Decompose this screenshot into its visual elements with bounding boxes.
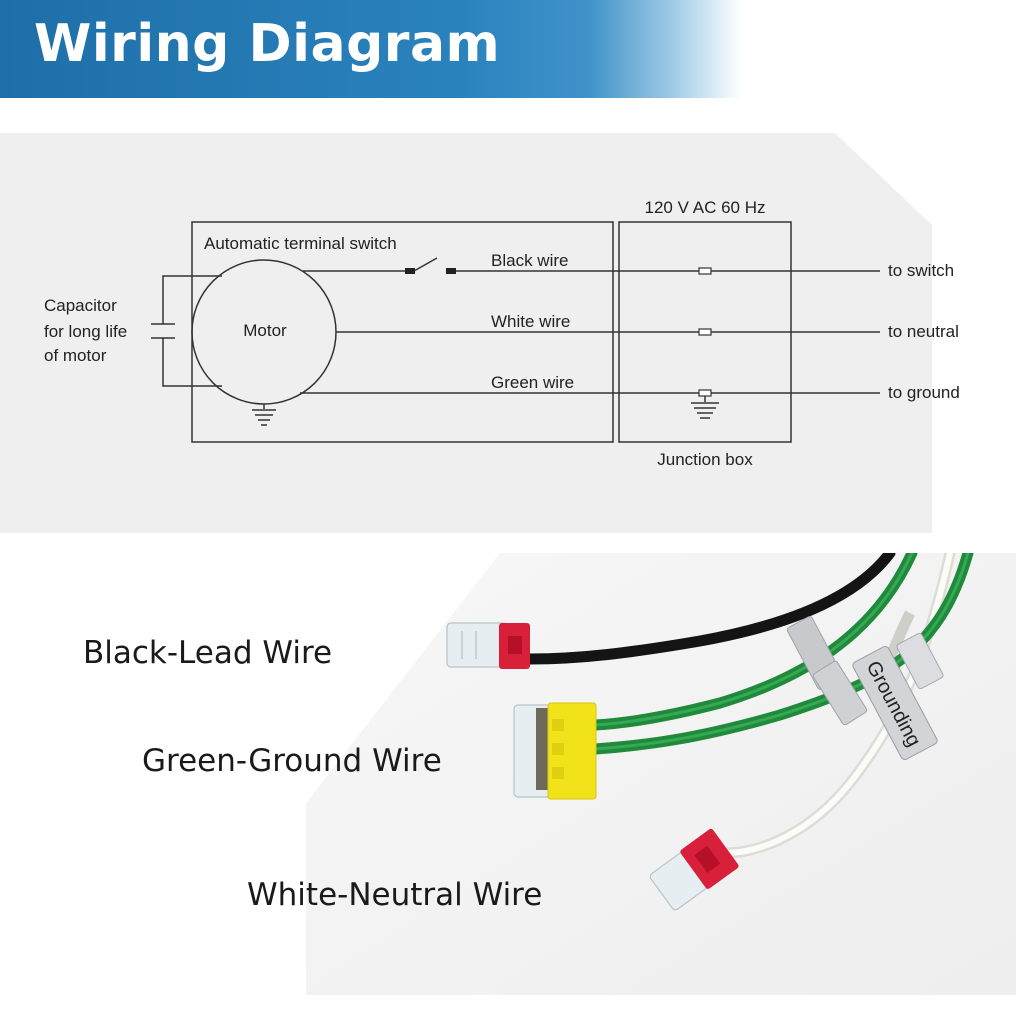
junction-terminal-green	[698, 389, 712, 397]
wire-tag-middle	[812, 660, 868, 726]
black-wire-label: Black wire	[491, 251, 568, 270]
white-neutral-connector	[649, 828, 739, 911]
black-lead-wire-label: Black-Lead Wire	[83, 635, 333, 671]
junction-terminal-white	[698, 328, 712, 336]
green-ground-wire-label: Green-Ground Wire	[142, 743, 442, 779]
capacitor-label-line-3: of motor	[44, 346, 107, 365]
schematic-background	[0, 133, 932, 533]
black-lead-wire	[524, 553, 896, 665]
green-ground-connector	[513, 702, 597, 800]
to-neutral-label: to neutral	[888, 322, 959, 341]
junction-terminal-black	[698, 267, 712, 275]
capacitor-symbol	[151, 275, 222, 387]
supply-label: 120 V AC 60 Hz	[645, 198, 766, 217]
motor-label: Motor	[243, 321, 287, 340]
switch-contact-right	[446, 268, 456, 274]
junction-ground-symbol	[691, 396, 719, 419]
motor-ground-symbol	[252, 404, 276, 426]
page-title: Wiring Diagram	[34, 14, 501, 74]
junction-box-label: Junction box	[657, 450, 753, 469]
wire-tag-right	[896, 632, 944, 690]
capacitor-label-line-1: Capacitor	[44, 296, 117, 315]
white-neutral-wire-label: White-Neutral Wire	[247, 877, 543, 913]
switch-contact-left	[405, 268, 415, 274]
wiring-schematic: Motor Capacitor for long life of motor A…	[0, 133, 1016, 533]
white-wire-label: White wire	[491, 312, 570, 331]
capacitor-label-line-2: for long life	[44, 322, 127, 341]
to-ground-label: to ground	[888, 383, 960, 402]
black-wire-line	[303, 257, 880, 272]
black-lead-connector	[446, 622, 530, 669]
header-banner: Wiring Diagram	[0, 0, 1016, 98]
green-wire-label: Green wire	[491, 373, 574, 392]
wire-photo: Grounding Black-Lead Wire	[0, 553, 1016, 1016]
switch-label: Automatic terminal switch	[204, 234, 397, 253]
to-switch-label: to switch	[888, 261, 954, 280]
